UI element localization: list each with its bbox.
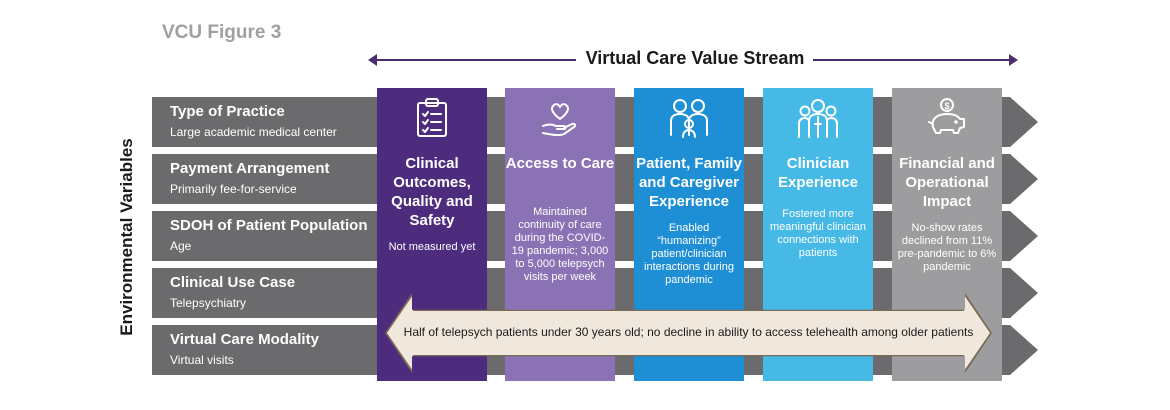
row-subtitle: Primarily fee-for-service: [170, 182, 297, 196]
environmental-variables-label: Environmental Variables: [117, 138, 136, 336]
svg-text:$: $: [944, 101, 949, 111]
column-description: Maintained continuity of care during the…: [511, 206, 609, 283]
column-description: No-show rates declined from 11% pre-pand…: [897, 222, 997, 273]
row-title: Virtual Care Modality: [170, 331, 319, 348]
piggy-bank-icon: $: [927, 97, 967, 139]
row-title: Type of Practice: [170, 103, 285, 120]
stream-line-left: [376, 59, 576, 61]
banner-text: Half of telepsych patients under 30 year…: [403, 325, 974, 339]
column-title: Patient, Family and Caregiver Experience: [636, 155, 742, 210]
row-subtitle: Virtual visits: [170, 353, 234, 367]
value-stream-header: Virtual Care Value Stream: [368, 48, 1018, 72]
row-subtitle: Telepsychiatry: [170, 296, 247, 310]
stream-line-right: [813, 59, 1010, 61]
column-description: Enabled “humanizing” patient/clinician i…: [644, 222, 734, 286]
arrow-left-icon: [368, 54, 377, 66]
column-description: Fostered more meaningful clinician conne…: [770, 208, 866, 259]
column-description: Not measured yet: [388, 241, 476, 253]
column-title: Clinician Experience: [777, 155, 859, 191]
row-subtitle: Age: [170, 239, 192, 253]
row-subtitle: Large academic medical center: [170, 125, 337, 139]
column-title: Access to Care: [505, 155, 615, 172]
clipboard-checklist-icon: [412, 97, 452, 139]
row-title: Payment Arrangement: [170, 160, 330, 177]
figure-label: VCU Figure 3: [162, 22, 282, 43]
row-title: SDOH of Patient Population: [170, 217, 368, 234]
heart-in-hand-icon: [540, 97, 580, 139]
row-title: Clinical Use Case: [170, 274, 296, 291]
family-icon: [669, 97, 709, 139]
arrow-right-icon: [1009, 54, 1018, 66]
column-title: Clinical Outcomes, Quality and Safety: [391, 155, 473, 229]
value-stream-title: Virtual Care Value Stream: [585, 48, 805, 68]
clinicians-icon: [798, 97, 838, 139]
column-title: Financial and Operational Impact: [899, 155, 995, 210]
